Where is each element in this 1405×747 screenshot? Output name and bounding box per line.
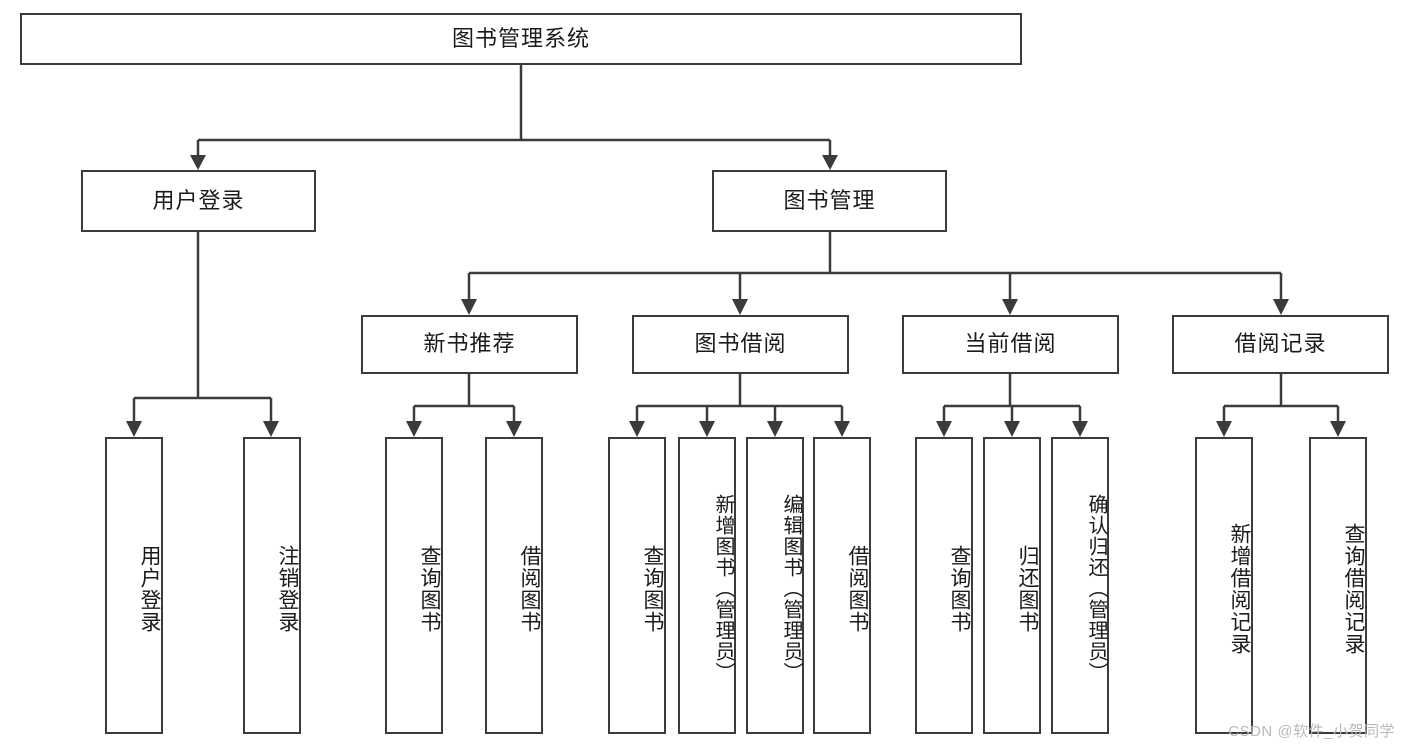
leaf-query-book-borrow[interactable]: 查询图书 bbox=[608, 437, 666, 734]
node-current-borrow[interactable]: 当前借阅 bbox=[902, 315, 1119, 374]
leaf-query-book-current[interactable]: 查询图书 bbox=[915, 437, 973, 734]
leaf-add-borrow-record[interactable]: 新增借阅记录 bbox=[1195, 437, 1253, 734]
node-book-manage[interactable]: 图书管理 bbox=[712, 170, 947, 232]
leaf-query-borrow-record[interactable]: 查询借阅记录 bbox=[1309, 437, 1367, 734]
leaf-edit-book-admin[interactable]: 编辑图书（管理员） bbox=[746, 437, 804, 734]
leaf-borrow-book-recommend[interactable]: 借阅图书 bbox=[485, 437, 543, 734]
leaf-borrow-book-borrow[interactable]: 借阅图书 bbox=[813, 437, 871, 734]
node-user-login[interactable]: 用户登录 bbox=[81, 170, 316, 232]
leaf-user-logout[interactable]: 注销登录 bbox=[243, 437, 301, 734]
leaf-return-book[interactable]: 归还图书 bbox=[983, 437, 1041, 734]
node-borrow-record[interactable]: 借阅记录 bbox=[1172, 315, 1389, 374]
leaf-add-book-admin[interactable]: 新增图书（管理员） bbox=[678, 437, 736, 734]
node-book-borrow[interactable]: 图书借阅 bbox=[632, 315, 849, 374]
leaf-user-login[interactable]: 用户登录 bbox=[105, 437, 163, 734]
node-new-book-recommend[interactable]: 新书推荐 bbox=[361, 315, 578, 374]
leaf-query-book-recommend[interactable]: 查询图书 bbox=[385, 437, 443, 734]
node-root-system[interactable]: 图书管理系统 bbox=[20, 13, 1022, 65]
leaf-confirm-return-admin[interactable]: 确认归还（管理员） bbox=[1051, 437, 1109, 734]
csdn-watermark: CSDN @软件_小贺同学 bbox=[1228, 723, 1395, 740]
